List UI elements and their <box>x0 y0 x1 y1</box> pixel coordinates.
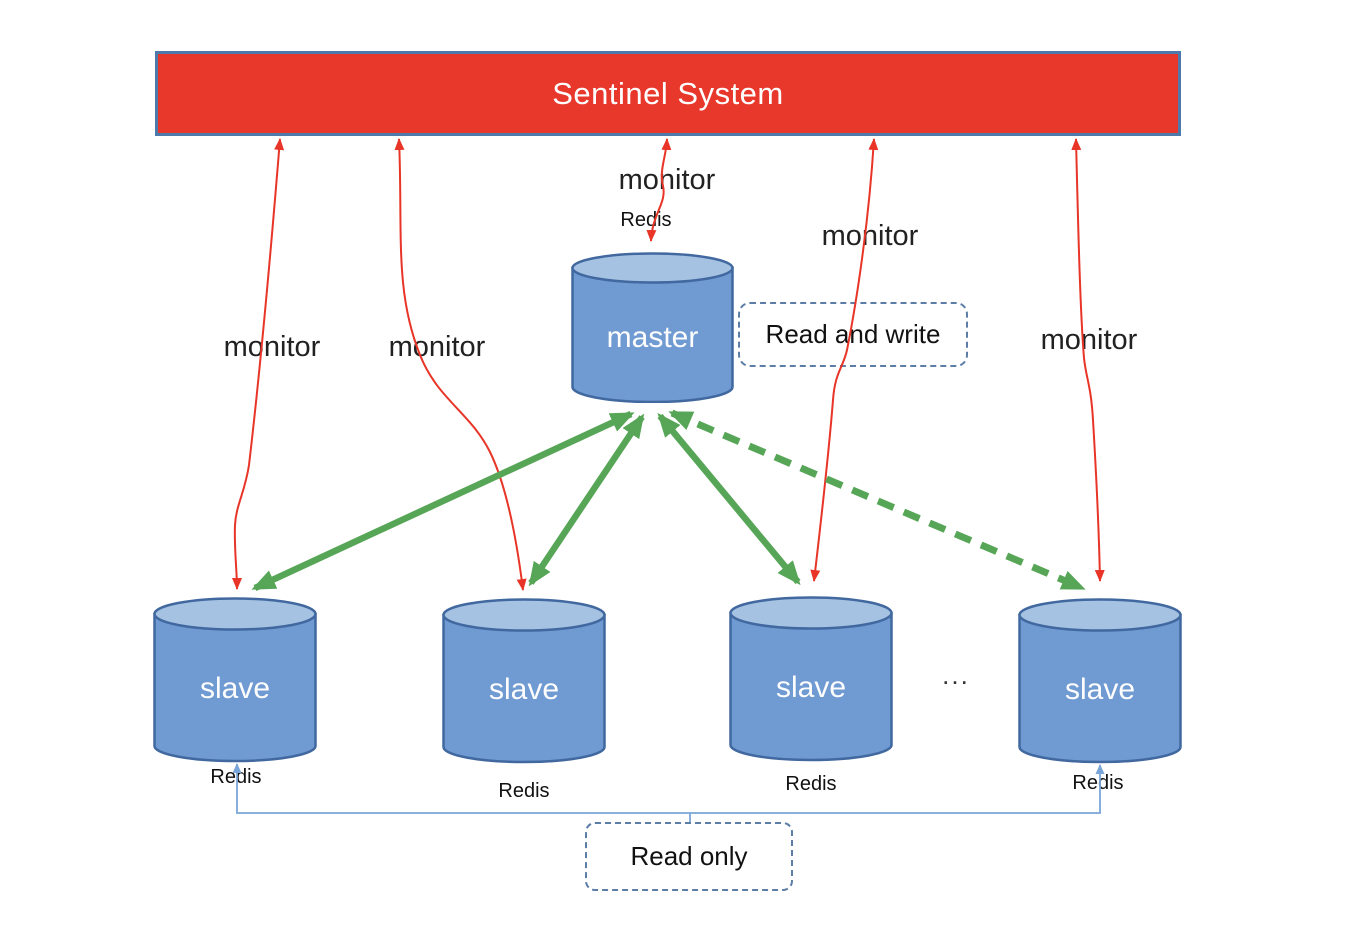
redis-label-master: Redis <box>620 209 672 231</box>
slave-node-1: slave <box>153 597 317 763</box>
read-only-label: Read only <box>630 841 748 871</box>
monitor-arrow-slave1 <box>231 138 285 590</box>
database-cylinder-icon <box>442 598 606 764</box>
more-slaves-ellipsis: ... <box>942 660 970 690</box>
monitor-arrow-slave4 <box>1071 138 1105 582</box>
monitor-arrow-slave2 <box>394 138 527 591</box>
redis-label-slave-2: Redis <box>498 780 550 802</box>
read-only-box: Read only <box>585 822 793 891</box>
replication-arrow-slave4-dashed <box>668 409 1086 592</box>
slave-label: slave <box>775 671 847 704</box>
read-only-connector <box>232 763 1105 814</box>
read-and-write-box: Read and write <box>738 302 968 367</box>
sentinel-system-title: Sentinel System <box>552 75 784 111</box>
slave-label: slave <box>1064 673 1136 706</box>
redis-label-slave-4: Redis <box>1072 772 1124 794</box>
master-label: master <box>606 321 699 354</box>
replication-arrow-slave3 <box>657 412 801 586</box>
read-and-write-label: Read and write <box>765 319 941 349</box>
redis-label-slave-1: Redis <box>210 766 262 788</box>
monitor-label-4: monitor <box>821 220 919 252</box>
sentinel-system-banner: Sentinel System <box>155 51 1181 136</box>
monitor-label-3: monitor <box>618 164 716 196</box>
replication-arrow-slave1 <box>251 411 635 591</box>
slave-node-2: slave <box>442 598 606 764</box>
slave-label: slave <box>488 673 560 706</box>
database-cylinder-icon <box>571 252 734 403</box>
database-cylinder-icon <box>729 596 893 762</box>
replication-arrow-slave2 <box>528 413 645 587</box>
slave-label: slave <box>199 672 271 705</box>
monitor-label-1: monitor <box>223 331 321 363</box>
slave-node-3: slave <box>729 596 893 762</box>
redis-label-slave-3: Redis <box>785 773 837 795</box>
database-cylinder-icon <box>1018 598 1182 764</box>
database-cylinder-icon <box>153 597 317 763</box>
master-node: master <box>571 252 734 403</box>
monitor-label-2: monitor <box>388 331 486 363</box>
monitor-label-5: monitor <box>1040 324 1138 356</box>
slave-node-4: slave <box>1018 598 1182 764</box>
